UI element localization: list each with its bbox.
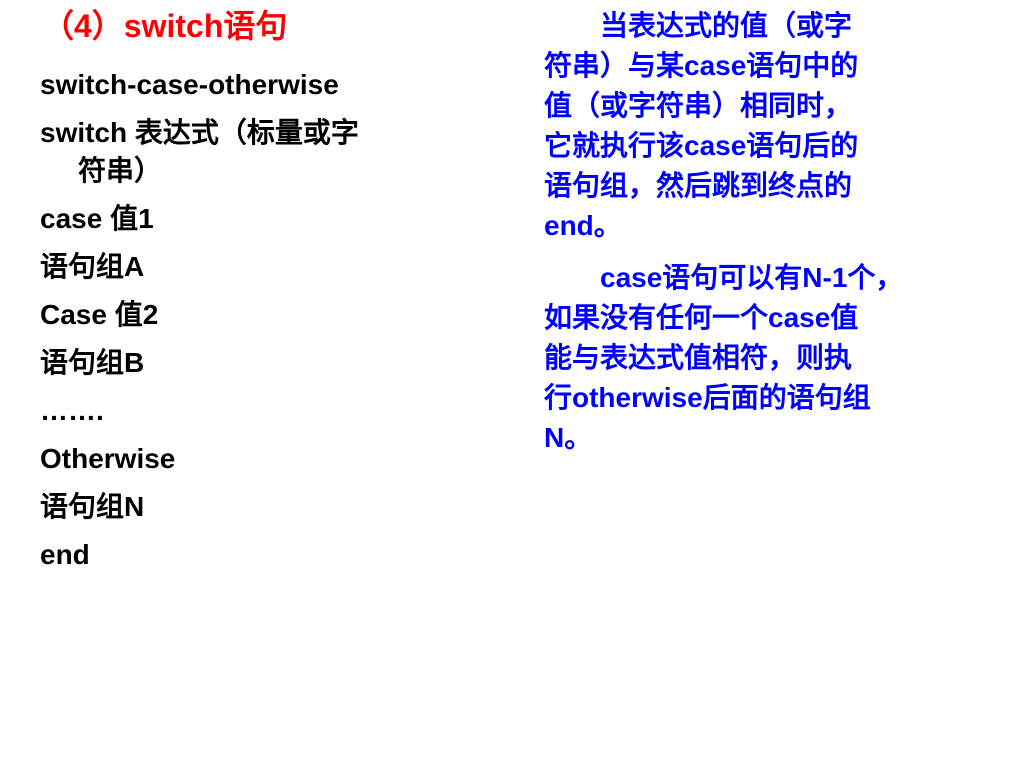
explanation-line: N。 — [544, 422, 593, 453]
explanation-block: 当表达式的值（或字 符串）与某case语句中的 值（或字符串）相同时， 它就执行… — [544, 6, 964, 458]
explanation-line: 当表达式的值（或字 — [600, 10, 853, 41]
slide-title: （4）switch语句 — [42, 8, 288, 44]
explanation-paragraph-1: 当表达式的值（或字 符串）与某case语句中的 值（或字符串）相同时， 它就执行… — [544, 6, 964, 254]
syntax-line: 语句组A — [40, 251, 145, 282]
explanation-line: 能与表达式值相符，则执 — [544, 342, 853, 373]
explanation-line: end。 — [544, 210, 622, 241]
syntax-line: Case 值2 — [40, 299, 159, 330]
explanation-line: 它就执行该case语句后的 — [544, 130, 859, 161]
syntax-block: switch-case-otherwise switch 表达式（标量或字 符串… — [40, 66, 460, 584]
explanation-line: 行otherwise后面的语句组 — [544, 382, 871, 413]
syntax-line: switch-case-otherwise — [40, 69, 339, 100]
explanation-line: case语句可以有N-1个， — [600, 262, 904, 293]
explanation-line: 符串）与某case语句中的 — [544, 50, 859, 81]
syntax-line: 符串） — [78, 155, 163, 186]
syntax-line: ……. — [40, 395, 104, 426]
syntax-line: 语句组B — [40, 347, 145, 378]
syntax-line: switch 表达式（标量或字 — [40, 117, 359, 148]
explanation-line: 语句组，然后跳到终点的 — [544, 170, 853, 201]
explanation-paragraph-2: case语句可以有N-1个， 如果没有任何一个case值 能与表达式值相符，则执… — [544, 258, 964, 458]
explanation-line: 值（或字符串）相同时， — [544, 90, 853, 121]
syntax-line: Otherwise — [40, 443, 176, 474]
explanation-line: 如果没有任何一个case值 — [544, 302, 859, 333]
syntax-line: case 值1 — [40, 203, 154, 234]
syntax-line: end — [40, 539, 90, 570]
syntax-line: 语句组N — [40, 491, 145, 522]
